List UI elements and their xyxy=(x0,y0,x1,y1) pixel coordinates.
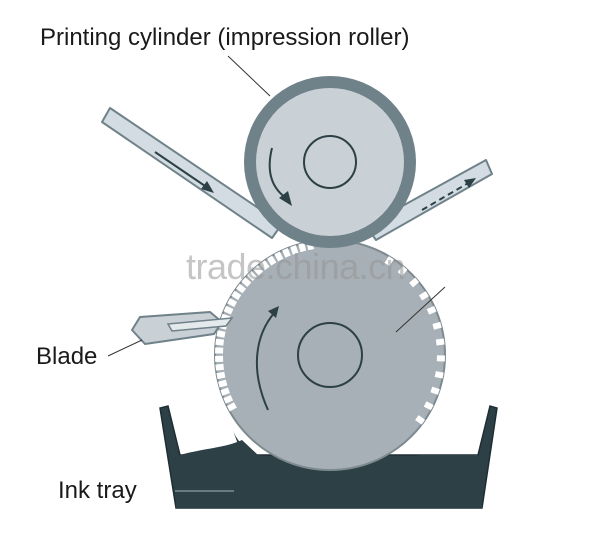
engraved-cell xyxy=(426,305,437,315)
engraved-cell xyxy=(435,338,445,346)
engraved-cell xyxy=(432,321,442,330)
engraved-cell xyxy=(218,379,228,388)
engraved-cell xyxy=(430,386,440,395)
engraved-cell xyxy=(298,242,307,253)
doctor-blade xyxy=(131,311,234,345)
engraved-cell xyxy=(397,265,408,276)
engraved-cell xyxy=(215,363,225,371)
engraved-cell xyxy=(223,394,234,404)
gravure-rotation-arrowhead xyxy=(268,306,279,318)
engraved-cell xyxy=(226,402,237,412)
engraved-cell xyxy=(282,248,291,258)
engraved-cell xyxy=(423,401,434,411)
label-ink-tray: Ink tray xyxy=(58,477,137,504)
engraved-cell xyxy=(290,245,299,255)
substrate-web xyxy=(101,107,493,241)
engraved-cell xyxy=(220,387,230,396)
impression-rotation-arrowhead xyxy=(279,191,292,206)
leader-gravure-cylinder xyxy=(395,286,446,333)
engraved-cell xyxy=(231,290,242,301)
engraved-cell xyxy=(216,371,226,380)
label-printing-cylinder: Printing cylinder (impression roller) xyxy=(40,24,410,51)
engraved-cell xyxy=(434,371,444,379)
substrate-arrowhead-out xyxy=(464,178,476,188)
engraved-cell xyxy=(227,298,238,308)
engraved-cell xyxy=(223,305,234,315)
engraved-cell xyxy=(274,251,284,262)
engraved-cell xyxy=(436,355,445,362)
engraved-cell xyxy=(418,291,429,301)
ink-film-on-cylinder xyxy=(232,428,256,455)
engraved-cells xyxy=(214,241,445,425)
blade-edge xyxy=(166,317,234,332)
engraved-cell xyxy=(253,265,264,276)
gravure-rotation-arrow xyxy=(255,311,276,411)
ink-surface xyxy=(176,440,482,508)
engraved-cell xyxy=(415,415,426,425)
label-blade: Blade xyxy=(36,343,98,370)
leader-blade xyxy=(107,339,143,357)
watermark-text: trade.china.cn xyxy=(186,246,406,287)
engraved-cell xyxy=(409,277,420,288)
engraved-cell xyxy=(214,347,224,354)
engraved-cell xyxy=(214,355,224,363)
impression-cylinder xyxy=(244,76,416,248)
leader-printing-cylinder xyxy=(227,55,271,97)
engraved-cell xyxy=(236,283,247,294)
engraved-cell xyxy=(260,260,270,271)
engraved-cell xyxy=(384,256,394,267)
impression-cylinder-face xyxy=(256,88,404,236)
engraved-cell xyxy=(215,338,225,346)
substrate-arrowhead-in xyxy=(201,181,214,193)
engraved-cell xyxy=(241,277,252,287)
impression-cylinder-hub xyxy=(303,135,357,189)
engraved-cell xyxy=(216,330,226,338)
engraved-cell xyxy=(267,255,277,266)
engraved-cell xyxy=(247,271,257,281)
substrate-direction-in xyxy=(154,151,209,189)
gravure-cylinder-hub xyxy=(297,322,363,388)
